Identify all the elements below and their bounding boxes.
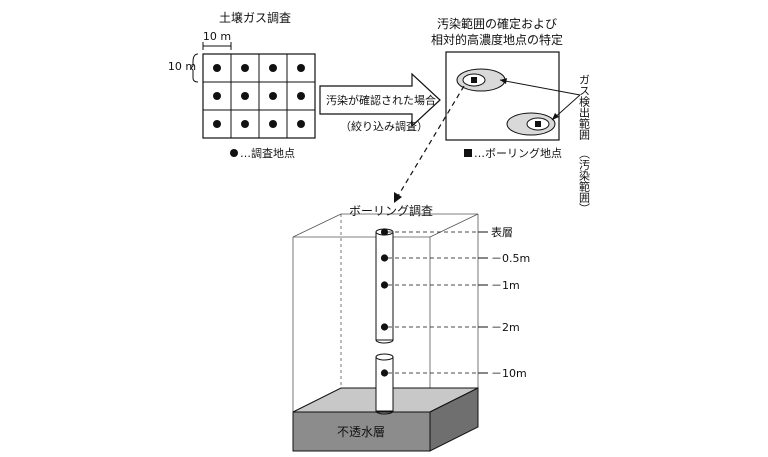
impermeable-layer-side — [429, 387, 479, 452]
survey-point-legend-marker — [230, 149, 238, 157]
sampling-point — [380, 254, 389, 262]
soil-gas-survey: 土壌ガス調査 10 m 10 m …調査地点 — [168, 11, 316, 160]
leader-arrowhead — [500, 78, 507, 84]
boring-point-legend-label: …ボーリング地点 — [474, 146, 562, 160]
arrow-label-bottom: （絞り込み調査） — [340, 119, 428, 133]
identify-title-line2: 相対的高濃度地点の特定 — [431, 32, 563, 47]
survey-point-legend-label: …調査地点 — [240, 146, 295, 160]
depth-label: －10m — [491, 367, 527, 380]
boring-title: ボーリング調査 — [349, 204, 433, 218]
arrow-shape — [319, 72, 441, 128]
boring-point-marker — [471, 77, 477, 83]
depth-label: －1m — [491, 279, 520, 292]
depth-label: －0.5m — [491, 252, 530, 265]
survey-point — [241, 92, 249, 100]
leader-line — [499, 79, 581, 96]
impermeable-layer-label: 不透水層 — [337, 425, 385, 439]
boring-cylinder-lower — [375, 356, 394, 412]
contamination-identification: 汚染範囲の確定および 相対的高濃度地点の特定 ガス検出範囲 （汚染範囲） …ボー… — [431, 16, 591, 214]
survey-point — [213, 120, 221, 128]
sampling-depths: 表層 －0.5m －1m －2m －10m — [380, 225, 530, 380]
dimension-brace-vertical — [191, 53, 199, 83]
survey-point — [297, 64, 305, 72]
survey-point — [269, 64, 277, 72]
soil-block-outline — [292, 213, 479, 412]
survey-point — [297, 92, 305, 100]
grid-spacing-horizontal: 10 m — [203, 30, 231, 43]
identify-title-line1: 汚染範囲の確定および — [437, 16, 557, 31]
leader-arrowhead — [552, 113, 559, 120]
cylinder-top — [375, 353, 394, 361]
sampling-point — [380, 369, 389, 377]
sampling-point — [380, 323, 389, 331]
cylinder-bottom-edge — [375, 339, 394, 344]
boring-point-marker — [535, 121, 541, 127]
contamination-range-label: （汚染範囲） — [578, 148, 591, 214]
narrowing-arrow: 汚染が確認された場合 （絞り込み調査） — [319, 72, 441, 133]
survey-point — [297, 120, 305, 128]
dashed-connector-arrowhead — [394, 192, 402, 203]
survey-point — [269, 92, 277, 100]
dashed-connector — [397, 85, 465, 197]
sampling-point — [380, 281, 389, 289]
depth-label: 表層 — [491, 225, 513, 239]
survey-point — [269, 120, 277, 128]
depth-label: －2m — [491, 321, 520, 334]
gas-detection-range-label: ガス検出範囲 — [578, 74, 591, 141]
survey-point — [213, 64, 221, 72]
boring-point-legend-marker — [464, 149, 472, 157]
impermeable-layer-front — [292, 411, 431, 452]
survey-point — [241, 120, 249, 128]
arrow-label-top: 汚染が確認された場合 — [326, 93, 436, 107]
survey-grid — [202, 53, 316, 139]
survey-point — [241, 64, 249, 72]
survey-point — [213, 92, 221, 100]
sampling-point — [380, 228, 389, 236]
cylinder-bottom-edge — [375, 410, 394, 415]
survey-title: 土壌ガス調査 — [219, 11, 291, 25]
grid-spacing-vertical: 10 m — [168, 60, 196, 73]
boring-survey: ボーリング調査 不透水層 表層 －0.5m －1m －2m －10m — [292, 204, 530, 452]
